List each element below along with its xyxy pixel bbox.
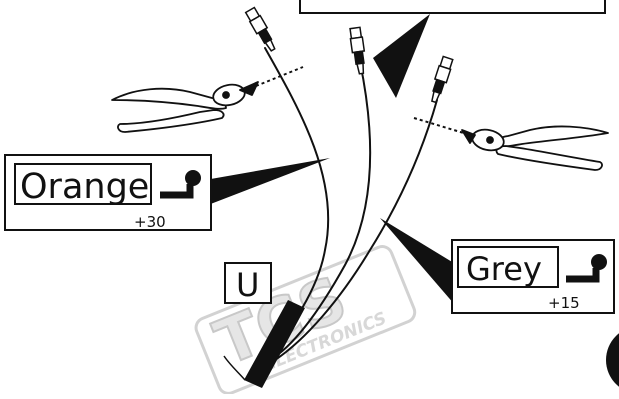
edge-marker: [606, 333, 619, 387]
label-orange-value: +30: [134, 213, 166, 231]
connector-pin-icon: [349, 26, 366, 75]
label-orange-text: Orange: [20, 167, 149, 207]
label-grey: Grey +15: [380, 218, 615, 314]
connector-pin-icon: [431, 55, 454, 104]
label-orange: Orange +30: [4, 154, 330, 231]
label-grey-value: +15: [548, 294, 580, 312]
left-cut-guide: [255, 66, 304, 87]
cable-sheath: [223, 300, 305, 388]
right-cut-guide: [413, 117, 468, 135]
label-u: U: [224, 262, 272, 304]
connector-pin-icon: [244, 6, 276, 52]
label-grey-text: Grey: [466, 250, 542, 288]
wire-grey: [274, 99, 438, 361]
label-u-text: U: [236, 266, 259, 304]
wire-terminal-icon: [160, 170, 201, 199]
pliers-icon: [461, 125, 609, 171]
top-label-box: [299, 0, 606, 98]
pliers-icon: [111, 81, 259, 133]
wire-middle: [269, 61, 372, 361]
wire-terminal-icon: [566, 254, 607, 283]
